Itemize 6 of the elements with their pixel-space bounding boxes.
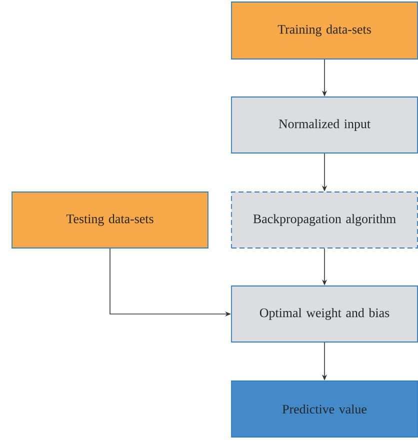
process-box: Normalized input [231, 96, 418, 154]
input-box: Testing data-sets [12, 192, 208, 248]
output-box: Predictive value [231, 380, 418, 438]
process-box: Optimal weight and bias [231, 286, 418, 342]
input-box: Training data-sets [231, 2, 418, 60]
process-box: Backpropagation algorithm [231, 192, 418, 248]
